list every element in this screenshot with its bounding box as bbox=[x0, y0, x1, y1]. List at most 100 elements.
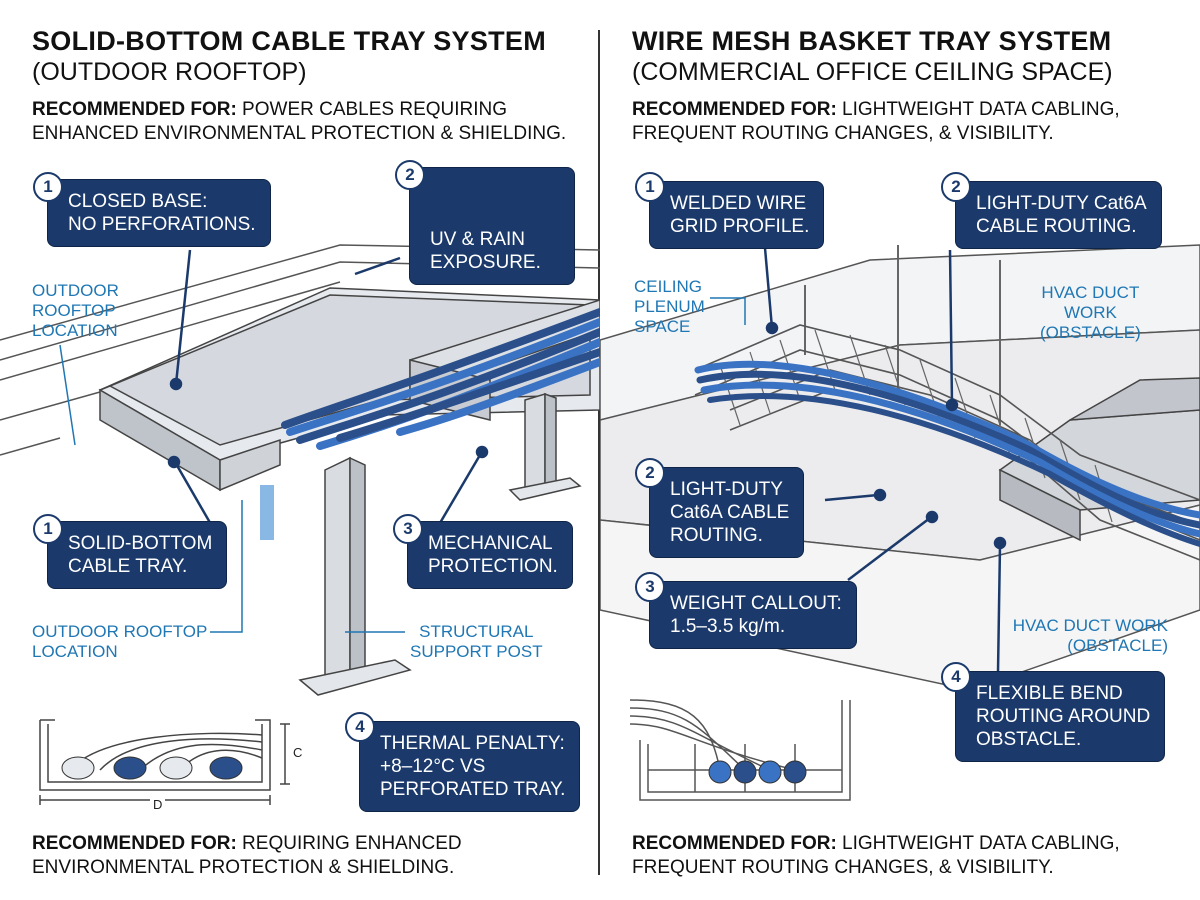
solid-bottom-tray-illustration bbox=[0, 244, 600, 805]
callout-text: CLOSED BASE: bbox=[68, 191, 208, 212]
callout-welded-wire-grid: WELDED WIRE GRID PROFILE. bbox=[650, 182, 824, 248]
callout-text: EXPOSURE. bbox=[430, 252, 541, 273]
callout-flexible-bend: FLEXIBLE BEND ROUTING AROUND OBSTACLE. bbox=[956, 672, 1165, 761]
callout-number-badge: 2 bbox=[941, 172, 971, 202]
page-subtitle: (COMMERCIAL OFFICE CEILING SPACE) bbox=[632, 58, 1113, 86]
callout-text: SOLID-BOTTOM bbox=[68, 533, 213, 554]
support-post-label: STRUCTURAL SUPPORT POST bbox=[410, 622, 543, 662]
callout-light-duty-cat6a: LIGHT-DUTY Cat6A CABLE ROUTING. bbox=[650, 468, 804, 557]
label-text: (OBSTACLE) bbox=[1040, 323, 1141, 342]
recommendation-text: LIGHTWEIGHT DATA CABLING, bbox=[836, 99, 1120, 120]
callout-text: OBSTACLE. bbox=[976, 729, 1082, 750]
callout-text: WELDED WIRE bbox=[670, 193, 807, 214]
label-text: LOCATION bbox=[32, 642, 118, 661]
callout-number-badge: 2 bbox=[635, 458, 665, 488]
hvac-duct-label: HVAC DUCT WORK (OBSTACLE) bbox=[1008, 616, 1168, 656]
hvac-duct bbox=[998, 377, 1200, 542]
label-text: STRUCTURAL bbox=[419, 622, 534, 641]
callout-text: LIGHT-DUTY bbox=[670, 479, 783, 500]
recommendation-text: FREQUENT ROUTING CHANGES, & VISIBILITY. bbox=[632, 857, 1054, 878]
callout-text: THERMAL PENALTY: bbox=[380, 733, 565, 754]
callout-thermal-penalty: THERMAL PENALTY: +8–12°C VS PERFORATED T… bbox=[360, 722, 580, 811]
callout-number-badge: 4 bbox=[345, 712, 375, 742]
recommendation-bottom: RECOMMENDED FOR: REQUIRING ENHANCED ENVI… bbox=[32, 832, 462, 880]
panel-divider bbox=[598, 30, 600, 875]
callout-number-badge: 1 bbox=[635, 172, 665, 202]
recommendation-text: FREQUENT ROUTING CHANGES, & VISIBILITY. bbox=[632, 123, 1054, 144]
recommendation-label: RECOMMENDED FOR: bbox=[32, 833, 237, 854]
page-title: SOLID-BOTTOM CABLE TRAY SYSTEM bbox=[32, 26, 547, 56]
callout-text: PROTECTION. bbox=[428, 556, 558, 577]
ceiling-plenum-label: CEILING PLENUM SPACE bbox=[634, 277, 705, 337]
recommendation-label: RECOMMENDED FOR: bbox=[32, 99, 237, 120]
label-text: ROOFTOP bbox=[32, 301, 116, 320]
label-text: OUTDOOR ROOFTOP bbox=[32, 622, 208, 641]
rain-drip bbox=[260, 485, 274, 540]
hvac-duct-label: HVAC DUCT WORK (OBSTACLE) bbox=[1040, 283, 1141, 343]
callout-closed-base: CLOSED BASE: NO PERFORATIONS. bbox=[48, 180, 270, 246]
cross-section-cables bbox=[708, 760, 807, 784]
callout-text: FLEXIBLE BEND bbox=[976, 683, 1123, 704]
recommendation-bottom: RECOMMENDED FOR: LIGHTWEIGHT DATA CABLIN… bbox=[632, 832, 1120, 880]
page-subtitle: (OUTDOOR ROOFTOP) bbox=[32, 58, 307, 86]
callout-number-badge: 3 bbox=[635, 572, 665, 602]
hanger-rods bbox=[804, 245, 1001, 425]
recommendation-text: LIGHTWEIGHT DATA CABLING, bbox=[836, 833, 1120, 854]
label-text: LOCATION bbox=[32, 321, 118, 340]
power-cables bbox=[281, 308, 600, 450]
basket-cross-section bbox=[629, 699, 851, 801]
callout-light-duty-routing: LIGHT-DUTY Cat6A CABLE ROUTING. bbox=[956, 182, 1161, 248]
callout-mechanical-protection: MECHANICAL PROTECTION. bbox=[408, 522, 572, 588]
recommendation-label: RECOMMENDED FOR: bbox=[632, 833, 837, 854]
label-text: CEILING bbox=[634, 277, 703, 296]
callout-solid-bottom-tray: SOLID-BOTTOM CABLE TRAY. bbox=[48, 522, 227, 588]
recommendation-label: RECOMMENDED FOR: bbox=[632, 99, 837, 120]
callout-uv-rain: UV & RAIN EXPOSURE. bbox=[410, 168, 574, 284]
dimension-c-label: C bbox=[293, 745, 303, 760]
callout-text: MECHANICAL bbox=[428, 533, 553, 554]
callout-text: ROUTING AROUND bbox=[976, 706, 1151, 727]
recommendation-text: ENHANCED ENVIRONMENTAL PROTECTION & SHIE… bbox=[32, 123, 567, 144]
callout-text: CABLE ROUTING. bbox=[976, 216, 1137, 237]
label-text: SPACE bbox=[634, 317, 691, 336]
recommendation-top: RECOMMENDED FOR: LIGHTWEIGHT DATA CABLIN… bbox=[632, 98, 1120, 146]
callout-text: UV & RAIN bbox=[430, 229, 526, 250]
label-text: HVAC DUCT bbox=[1041, 283, 1140, 302]
recommendation-text: REQUIRING ENHANCED bbox=[236, 833, 462, 854]
callout-text: LIGHT-DUTY Cat6A bbox=[976, 193, 1147, 214]
callout-number-badge: 4 bbox=[941, 662, 971, 692]
recommendation-text: ENVIRONMENTAL PROTECTION & SHIELDING. bbox=[32, 857, 455, 878]
label-text: WORK bbox=[1063, 303, 1117, 322]
data-cables bbox=[694, 360, 1200, 547]
callout-number-badge: 3 bbox=[393, 514, 423, 544]
callout-number-badge: 2 bbox=[395, 160, 425, 190]
callout-text: GRID PROFILE. bbox=[670, 216, 810, 237]
callout-text: WEIGHT CALLOUT: bbox=[670, 593, 842, 614]
callout-text: +8–12°C VS bbox=[380, 756, 486, 777]
callout-text: NO PERFORATIONS. bbox=[68, 214, 256, 235]
recommendation-top: RECOMMENDED FOR: POWER CABLES REQUIRING … bbox=[32, 98, 566, 146]
callout-number-badge: 1 bbox=[33, 514, 63, 544]
callout-text: PERFORATED TRAY. bbox=[380, 779, 566, 800]
callout-number-badge: 1 bbox=[33, 172, 63, 202]
dimension-d-label: D bbox=[150, 797, 166, 812]
wire-mesh-tray-panel: WIRE MESH BASKET TRAY SYSTEM (COMMERCIAL… bbox=[600, 0, 1200, 900]
callout-text: Cat6A CABLE bbox=[670, 502, 790, 523]
recommendation-text: POWER CABLES REQUIRING bbox=[236, 99, 508, 120]
label-text: PLENUM bbox=[634, 297, 705, 316]
outdoor-rooftop-label: OUTDOOR ROOFTOP LOCATION bbox=[32, 281, 119, 341]
structural-support-post bbox=[298, 392, 582, 696]
page-title: WIRE MESH BASKET TRAY SYSTEM bbox=[632, 26, 1112, 56]
solid-bottom-tray-panel: SOLID-BOTTOM CABLE TRAY SYSTEM (OUTDOOR … bbox=[0, 26, 600, 880]
solid-bottom-tray bbox=[98, 287, 600, 492]
callout-text: ROUTING. bbox=[670, 525, 763, 546]
label-text: HVAC DUCT WORK bbox=[1012, 616, 1168, 635]
callout-text: 1.5–3.5 kg/m. bbox=[670, 616, 786, 637]
outdoor-rooftop-label: OUTDOOR ROOFTOP LOCATION bbox=[32, 622, 207, 662]
cross-section-cables bbox=[61, 756, 243, 780]
label-text: (OBSTACLE) bbox=[1067, 636, 1168, 655]
label-text: SUPPORT POST bbox=[410, 642, 543, 661]
callout-weight: WEIGHT CALLOUT: 1.5–3.5 kg/m. bbox=[650, 582, 856, 648]
label-text: OUTDOOR bbox=[32, 281, 119, 300]
callout-text: CABLE TRAY. bbox=[68, 556, 188, 577]
